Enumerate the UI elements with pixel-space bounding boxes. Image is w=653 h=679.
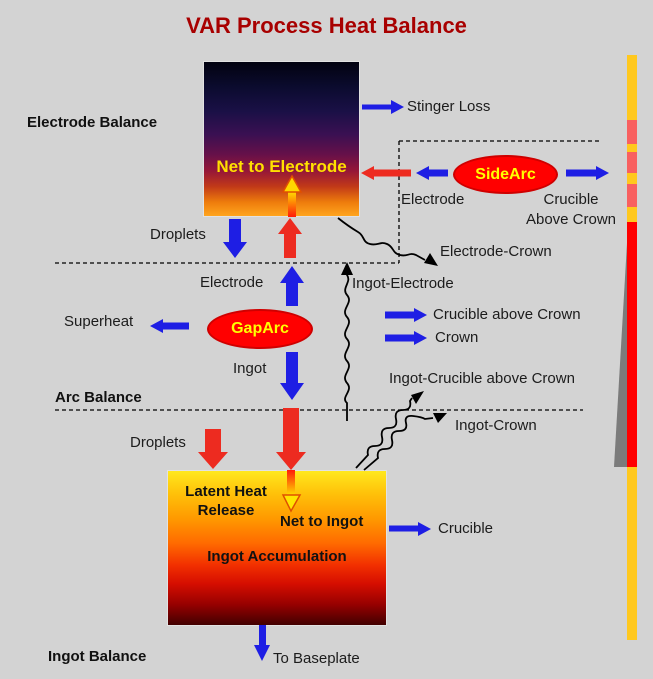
sidearc-red-arrow: [361, 166, 411, 180]
droplets-top-label: Droplets: [150, 226, 206, 243]
droplets-down-arrow: [223, 219, 247, 258]
ingot-crown-wavy-arrow: [363, 413, 447, 471]
crucible-bar: [627, 55, 637, 640]
gap-arc-ellipse: GapArc: [207, 309, 313, 349]
bar-segment-salmon: [627, 120, 637, 144]
latent-heat-label: Latent Heat Release: [185, 483, 267, 519]
bar-segment-yellow: [627, 144, 637, 152]
crucible-above-crown-label: Crucible above Crown: [433, 306, 581, 323]
sidearc-to-electrode-arrow: [416, 166, 448, 180]
net-to-ingot-label: Net to Ingot: [280, 513, 364, 530]
crucible-loss-label: Crucible: [438, 520, 494, 537]
stinger-loss-label: Stinger Loss: [407, 98, 491, 115]
crucible-above-crown-arrow: [385, 308, 427, 322]
electrode-wall-label: Electrode: [401, 191, 465, 208]
bar-segment-salmon: [627, 184, 637, 207]
stinger-loss-arrow: [362, 100, 404, 114]
bar-segment-yellow: [627, 55, 637, 120]
ingot-accumulation-label: Ingot Accumulation: [207, 548, 347, 565]
bar-segment-yellow: [627, 207, 637, 222]
electrode-return-up-arrow: [278, 218, 302, 258]
section-ingot-balance: Ingot Balance: [48, 648, 147, 665]
ingot-crucible-above-crown-label: Ingot-Crucible above Crown: [389, 370, 575, 387]
ingot-mid-label: Ingot: [233, 360, 267, 377]
superheat-arrow: [150, 319, 189, 333]
bar-segment-red: [627, 222, 637, 467]
crucible-above-crown-wall-label: Crucible Above Crown: [525, 191, 617, 228]
ingot-crown-label: Ingot-Crown: [455, 417, 537, 434]
net-to-ingot-red-arrow: [276, 408, 306, 470]
to-baseplate-arrow: [254, 625, 270, 661]
electrode-crown-wavy-arrow: [337, 217, 438, 266]
droplets-red-down-arrow: [198, 429, 228, 469]
bar-segment-yellow: [627, 467, 637, 640]
side-arc-label: SideArc: [475, 165, 536, 183]
crucible-wall-wedge-shape: [614, 226, 628, 467]
crown-arrow: [385, 331, 427, 345]
electrode-block: Net to Electrode: [203, 61, 360, 217]
net-to-electrode-label: Net to Electrode: [216, 157, 347, 176]
section-arc-balance: Arc Balance: [55, 389, 142, 406]
bar-segment-yellow: [627, 173, 637, 184]
crown-label: Crown: [435, 329, 479, 346]
sidearc-to-crucible-arrow: [566, 166, 609, 180]
electrode-mid-label: Electrode: [200, 274, 264, 291]
ingot-crucible-wavy-arrow: [355, 391, 424, 469]
superheat-label: Superheat: [64, 313, 134, 330]
to-baseplate-label: To Baseplate: [273, 650, 360, 667]
page-title: VAR Process Heat Balance: [186, 13, 467, 38]
electrode-up-arrow: [280, 266, 304, 306]
droplets-bottom-label: Droplets: [130, 434, 186, 451]
ingot-down-arrow: [280, 352, 304, 400]
ingot-accumulation-block: Latent Heat Release Net to Ingot Ingot A…: [167, 470, 387, 626]
section-electrode-balance: Electrode Balance: [27, 114, 158, 131]
side-arc-ellipse: SideArc: [453, 155, 558, 194]
bar-segment-salmon: [627, 152, 637, 173]
gap-arc-label: GapArc: [231, 320, 289, 337]
ingot-electrode-label: Ingot-Electrode: [352, 275, 454, 292]
crucible-loss-arrow: [389, 522, 431, 536]
electrode-crown-label: Electrode-Crown: [440, 243, 552, 260]
